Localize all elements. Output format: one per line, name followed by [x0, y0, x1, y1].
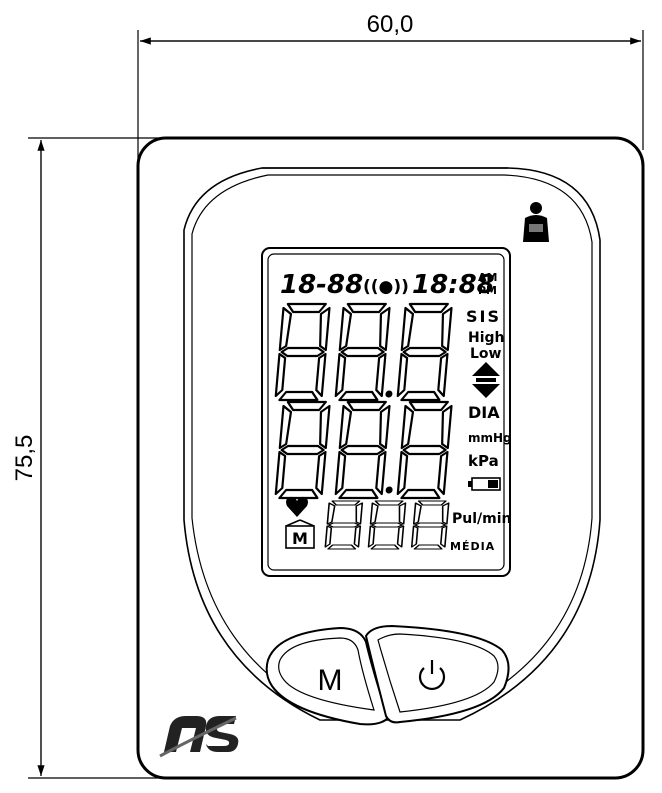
power-button[interactable]: [364, 624, 510, 724]
systolic-digits: [274, 302, 453, 402]
dia-label: DIA: [468, 403, 500, 422]
battery-icon: [468, 477, 501, 491]
width-dimension: 60,0: [137, 11, 644, 170]
memory-button-label: M: [318, 664, 343, 697]
date-display: 18-88: [280, 270, 363, 300]
person-cuff-icon: [523, 202, 549, 242]
media-label: MÉDIA: [450, 540, 495, 553]
memory-button[interactable]: M: [265, 626, 390, 726]
width-dimension-label: 60,0: [367, 11, 414, 38]
heart-icon: [286, 496, 308, 517]
mmhg-label: mmHg: [468, 431, 512, 445]
diastolic-digits: [274, 400, 453, 500]
pm-label: PM: [478, 284, 497, 297]
height-dimension-label: 75,5: [11, 435, 38, 482]
signal-symbol: ((●)): [363, 277, 409, 297]
sis-label: SIS: [466, 307, 501, 326]
pulse-unit-label: Pul/min: [452, 511, 512, 527]
brand-logo: [159, 716, 239, 758]
arrows-updown-icon: [472, 362, 500, 398]
power-icon: [418, 660, 446, 690]
height-dimension: 75,5: [11, 137, 160, 779]
low-label: Low: [470, 346, 502, 362]
kpa-label: kPa: [468, 452, 499, 470]
memory-icon-label: M: [292, 529, 308, 548]
high-label: High: [468, 330, 505, 346]
am-label: AM: [478, 271, 497, 284]
time-display: 18:88: [412, 270, 495, 300]
memory-icon: M: [285, 519, 315, 549]
